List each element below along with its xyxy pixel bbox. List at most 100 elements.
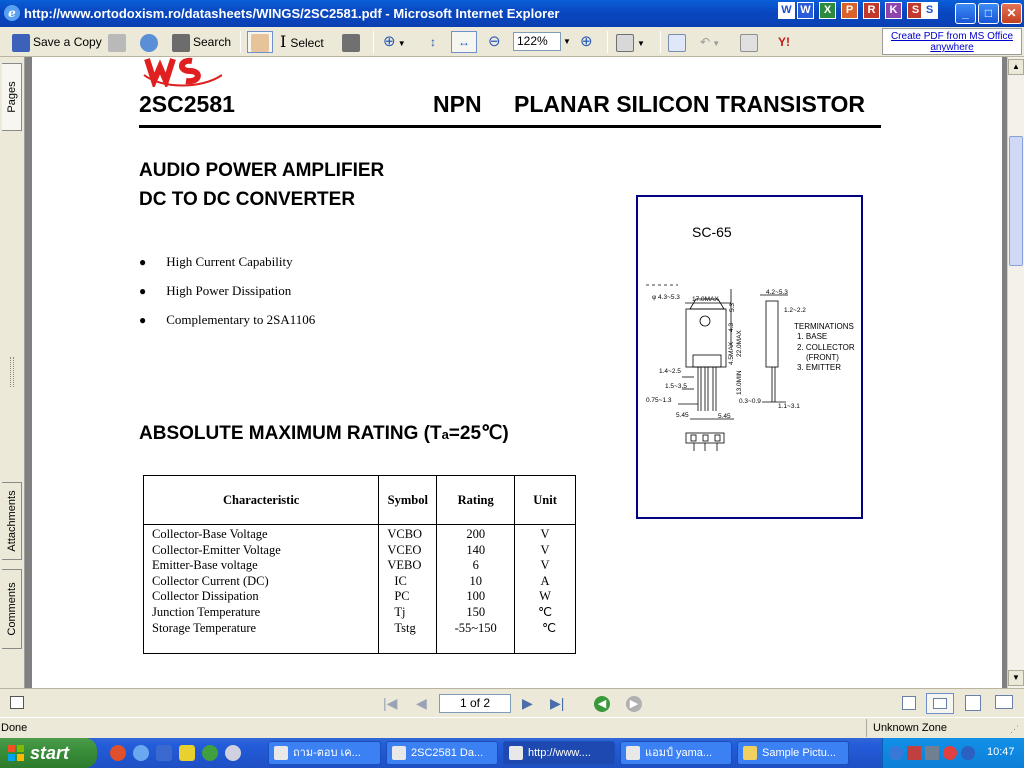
status-text: Done	[1, 722, 28, 734]
tray-app-icon-s[interactable]: S	[921, 2, 938, 19]
reader-icon[interactable]: R	[863, 2, 880, 19]
taskbar-item[interactable]: แอมป์ yama...	[620, 741, 732, 765]
messenger-icon[interactable]	[202, 745, 218, 761]
window-title-bar[interactable]: e http://www.ortodoxism.ro/datasheets/WI…	[0, 0, 1024, 27]
chevron-down-icon: ▼	[395, 39, 406, 48]
facing-layout-button[interactable]	[965, 695, 981, 711]
package-name: SC-65	[692, 224, 732, 240]
key-icon[interactable]: K	[885, 2, 902, 19]
hand-tool-button[interactable]	[247, 31, 273, 53]
powerpoint-icon[interactable]: P	[841, 2, 858, 19]
tab-comments[interactable]: Comments	[2, 569, 22, 649]
quicklaunch-icon[interactable]	[179, 745, 195, 761]
table-cell: 10	[469, 573, 482, 588]
continuous-layout-button[interactable]	[926, 693, 954, 714]
taskbar-item[interactable]: http://www....	[503, 741, 615, 765]
ratings-table: Characteristic Symbol Rating Unit Collec…	[142, 475, 576, 654]
taskbar-item[interactable]: 2SC2581 Da...	[386, 741, 498, 765]
zoom-in-button[interactable]: ⊕	[580, 32, 593, 52]
actual-size-button[interactable]: ↕	[423, 32, 443, 52]
dim-label: 4.2~5.3	[766, 289, 788, 296]
dim-label: φ 4.3~5.3	[652, 294, 680, 301]
page-navigation-bar: |◀ ◀ 1 of 2 ▶ ▶| ◀ ▶	[0, 688, 1024, 717]
go-back-button[interactable]: ◀	[594, 696, 610, 712]
table-cell: Tj	[394, 604, 406, 619]
table-cell: VEBO	[387, 558, 422, 573]
taskbar-item[interactable]: ถาม-ตอบ เค...	[268, 741, 381, 765]
quicklaunch-icon[interactable]	[156, 745, 172, 761]
camera-icon	[342, 33, 360, 52]
single-page-layout-button[interactable]	[902, 696, 916, 710]
previous-page-button[interactable]: ◀	[416, 695, 427, 711]
page-number-input[interactable]: 1 of 2	[439, 694, 511, 713]
panel-toggle-icon[interactable]	[10, 696, 24, 709]
package-drawing-frame: SC-65	[636, 195, 863, 519]
zoom-tool-button[interactable]: ⊕ ▼	[383, 32, 406, 52]
scroll-down-button[interactable]: ▼	[1008, 670, 1024, 686]
next-page-button[interactable]: ▶	[522, 695, 533, 711]
snapshot-button[interactable]	[342, 32, 363, 52]
windows-taskbar: start ถาม-ตอบ เค... 2SC2581 Da... http:/…	[0, 738, 1024, 768]
vertical-scrollbar[interactable]: ▲ ▼	[1007, 57, 1024, 688]
email-button[interactable]	[140, 32, 161, 52]
panel-resize-handle[interactable]	[10, 357, 14, 387]
document-viewport[interactable]: 2SC2581 NPN PLANAR SILICON TRANSISTOR AU…	[25, 57, 1007, 688]
minimize-button[interactable]: _	[955, 3, 976, 24]
last-page-button[interactable]: ▶|	[550, 695, 564, 711]
text-cursor-icon: I	[280, 32, 287, 51]
yahoo-toolbar-button[interactable]: Y!	[778, 32, 790, 52]
amr-heading: ABSOLUTE MAXIMUM RATING (Ta=25℃)	[139, 423, 509, 444]
internet-explorer-icon[interactable]	[133, 745, 149, 761]
tab-attachments[interactable]: Attachments	[2, 482, 22, 560]
start-button[interactable]: start	[0, 738, 97, 768]
taskbar-item[interactable]: Sample Pictu...	[737, 741, 849, 765]
excel-icon[interactable]: X	[819, 2, 836, 19]
continuous-facing-layout-button[interactable]	[995, 695, 1013, 709]
maximize-button[interactable]: □	[978, 3, 999, 24]
go-forward-button[interactable]: ▶	[626, 696, 642, 712]
tray-icon[interactable]	[943, 746, 957, 760]
feature-item: ●High Power Dissipation	[139, 283, 292, 298]
fit-width-button[interactable]: ↔	[451, 31, 477, 53]
save-copy-button[interactable]: Save a Copy	[12, 32, 102, 52]
folder-icon	[743, 746, 757, 760]
zoom-dropdown-button[interactable]: ▼	[563, 32, 571, 52]
next-page-icon: ▶	[522, 695, 533, 711]
spell-check-button[interactable]	[668, 32, 689, 52]
tab-pages[interactable]: Pages	[2, 63, 22, 131]
scroll-up-button[interactable]: ▲	[1008, 59, 1024, 75]
tray-icon[interactable]	[907, 746, 921, 760]
bluetooth-icon[interactable]	[889, 746, 903, 760]
header-characteristic: Characteristic	[142, 475, 380, 525]
continuous-icon	[933, 698, 947, 709]
table-cell: 200	[466, 527, 486, 541]
tray-icon[interactable]	[925, 746, 939, 760]
tray-app-icon-w[interactable]: W	[778, 2, 795, 19]
word-icon[interactable]: W	[797, 2, 814, 19]
first-page-button[interactable]: |◀	[383, 695, 397, 711]
clock[interactable]: 10:47	[987, 746, 1015, 758]
search-button[interactable]: Search	[172, 32, 231, 52]
resize-grip-icon[interactable]: ⋰	[1010, 724, 1019, 734]
close-button[interactable]: ✕	[1001, 3, 1022, 24]
arrow-up-icon: ▲	[1012, 62, 1020, 71]
first-page-icon: |◀	[383, 695, 398, 711]
copy-button[interactable]	[740, 32, 761, 52]
scroll-thumb[interactable]	[1009, 136, 1023, 266]
zoom-out-button[interactable]: ⊖	[488, 32, 501, 52]
ws-logo	[143, 57, 222, 87]
quicklaunch-icon[interactable]	[110, 745, 126, 761]
dim-label: 0.75~1.3	[646, 397, 672, 404]
print-button[interactable]	[108, 32, 129, 52]
zoom-input[interactable]: 122%	[513, 32, 561, 51]
select-label: Select	[290, 36, 324, 50]
rotate-view-button[interactable]: ▼	[616, 32, 645, 52]
quicklaunch-icon[interactable]	[225, 745, 241, 761]
termination-front: (FRONT)	[806, 352, 839, 362]
undo-button[interactable]: ↶ ▼	[700, 32, 720, 52]
create-pdf-link[interactable]: Create PDF from MS Office anywhere	[882, 28, 1022, 55]
package-outline-drawing: φ 4.3~5.3 17.0MAX 4.2~5.3 1.2~2.2 1.4~2.…	[646, 284, 806, 451]
tray-icon[interactable]	[961, 746, 975, 760]
